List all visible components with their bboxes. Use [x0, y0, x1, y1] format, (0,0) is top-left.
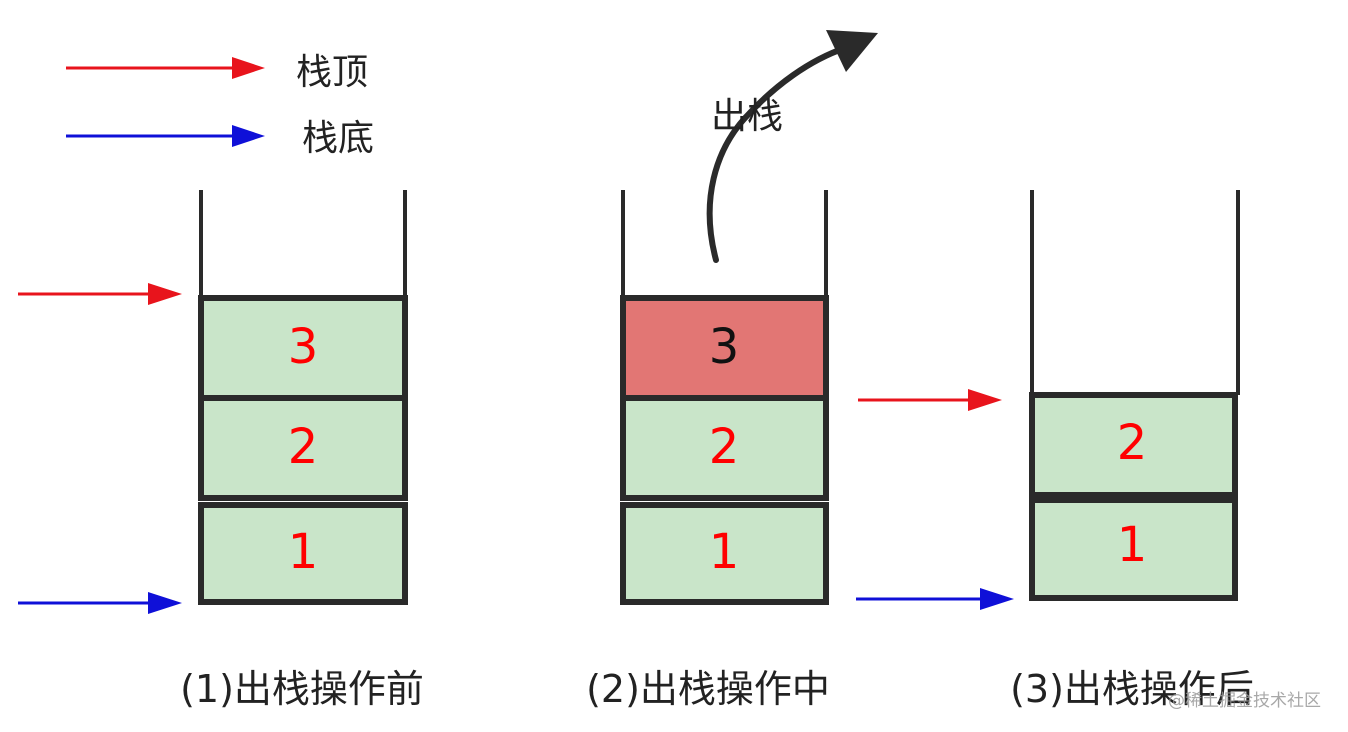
item-number: 1 — [709, 524, 740, 580]
stack-item: 1 — [1029, 497, 1238, 601]
legend-bottom-label: 栈底 — [302, 118, 374, 159]
stack-after: 2 1 (3)出栈操作后 — [856, 190, 1254, 711]
top-pointer-arrow — [18, 283, 182, 305]
legend: 栈顶 栈底 — [66, 52, 374, 159]
stack-caption: (1)出栈操作前 — [180, 667, 424, 711]
pop-label: 出栈 — [711, 96, 783, 137]
item-number: 2 — [709, 419, 740, 475]
pop-curved-arrow — [706, 30, 878, 263]
item-number: 2 — [1117, 415, 1148, 471]
bottom-pointer-arrow — [18, 592, 182, 614]
stack-before: 3 2 1 (1)出栈操作前 — [18, 190, 424, 711]
top-pointer-arrow — [858, 389, 1002, 411]
item-number: 1 — [1117, 517, 1148, 573]
item-number: 3 — [709, 319, 740, 375]
stack-item: 2 — [198, 395, 408, 501]
stack-item: 3 — [198, 295, 408, 401]
stack-during: 3 2 1 出栈 (2)出栈操作中 — [586, 30, 878, 711]
stack-item: 2 — [1029, 392, 1238, 498]
stack-item: 1 — [620, 502, 829, 605]
stack-item-popping: 3 — [620, 295, 829, 401]
stack-item: 1 — [198, 502, 408, 605]
item-number: 1 — [288, 524, 319, 580]
item-number: 3 — [288, 319, 319, 375]
item-number: 2 — [288, 419, 319, 475]
legend-top-label: 栈顶 — [296, 52, 368, 93]
stack-caption: (3)出栈操作后 — [1010, 667, 1254, 711]
bottom-pointer-arrow — [856, 588, 1014, 610]
stack-caption: (2)出栈操作中 — [586, 667, 830, 711]
legend-bottom-arrow — [66, 125, 265, 147]
watermark: @稀土掘金技术社区 — [1168, 691, 1321, 711]
legend-top-arrow — [66, 57, 265, 79]
stack-item: 2 — [620, 395, 829, 501]
